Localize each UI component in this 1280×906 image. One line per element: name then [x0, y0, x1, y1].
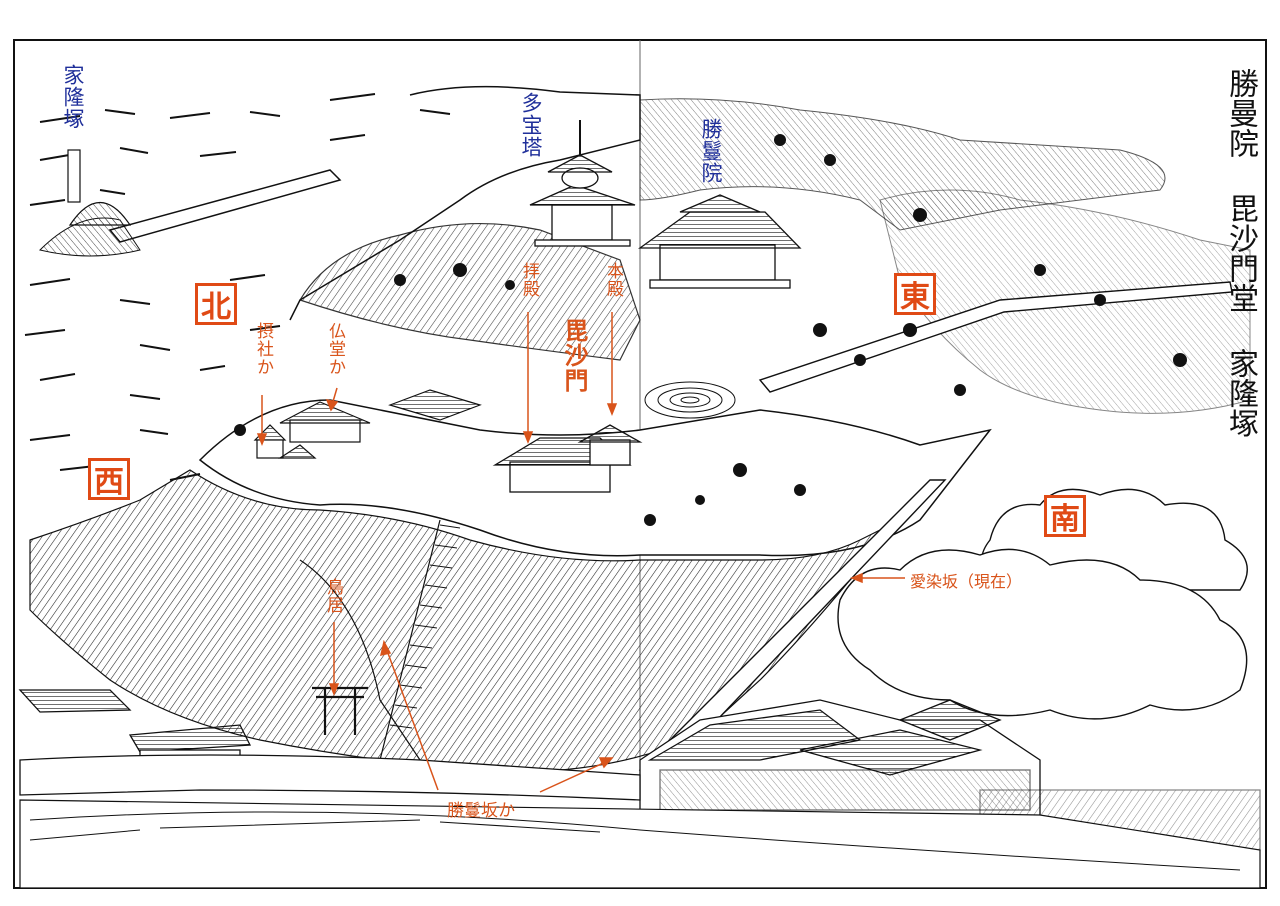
compass-south: 南	[1044, 495, 1086, 537]
karyu-mound	[67, 149, 132, 226]
southern-town	[639, 699, 1261, 851]
torii-gate	[312, 686, 368, 735]
compass-east: 東	[894, 273, 936, 315]
southwest-village	[18, 689, 641, 801]
title-line-2: 毘沙門堂	[1223, 193, 1258, 313]
stairs	[389, 524, 461, 729]
label-setsusha: 摂社か	[253, 322, 273, 376]
label-honden: 本殿	[603, 262, 623, 298]
label-shomanin: 勝鬘院	[699, 118, 723, 184]
label-karyu-zuka: 家隆塚	[61, 64, 85, 130]
label-tahoto: 多宝塔	[519, 92, 543, 158]
label-torii: 鳥居	[323, 578, 343, 614]
annotation-arrows	[256, 312, 905, 793]
trees	[234, 134, 1187, 526]
sea-strokes	[24, 93, 451, 481]
title-line-3: 家隆塚	[1223, 348, 1258, 438]
north-woods	[299, 222, 641, 361]
label-shoman-zaka: 勝鬘坂か	[447, 801, 515, 821]
label-bishamon: 毘沙門	[560, 318, 588, 393]
causeway	[108, 169, 342, 243]
label-haiden: 拝殿	[519, 262, 539, 298]
label-aizen-zaka: 愛染坂（現在）	[910, 572, 1023, 591]
shomanin-hall	[637, 194, 802, 289]
title-line-1: 勝曼院	[1223, 68, 1258, 158]
compass-north: 北	[195, 283, 237, 325]
tahoto-pagoda	[529, 120, 636, 247]
lower-road	[19, 799, 1261, 889]
bishamon-shrine	[492, 424, 643, 493]
spiral-garden	[644, 381, 736, 419]
figure-title: 勝曼院 毘沙門堂 家隆塚	[1223, 68, 1258, 438]
compass-west: 西	[88, 458, 130, 500]
label-butsudo: 仏堂か	[325, 322, 345, 376]
